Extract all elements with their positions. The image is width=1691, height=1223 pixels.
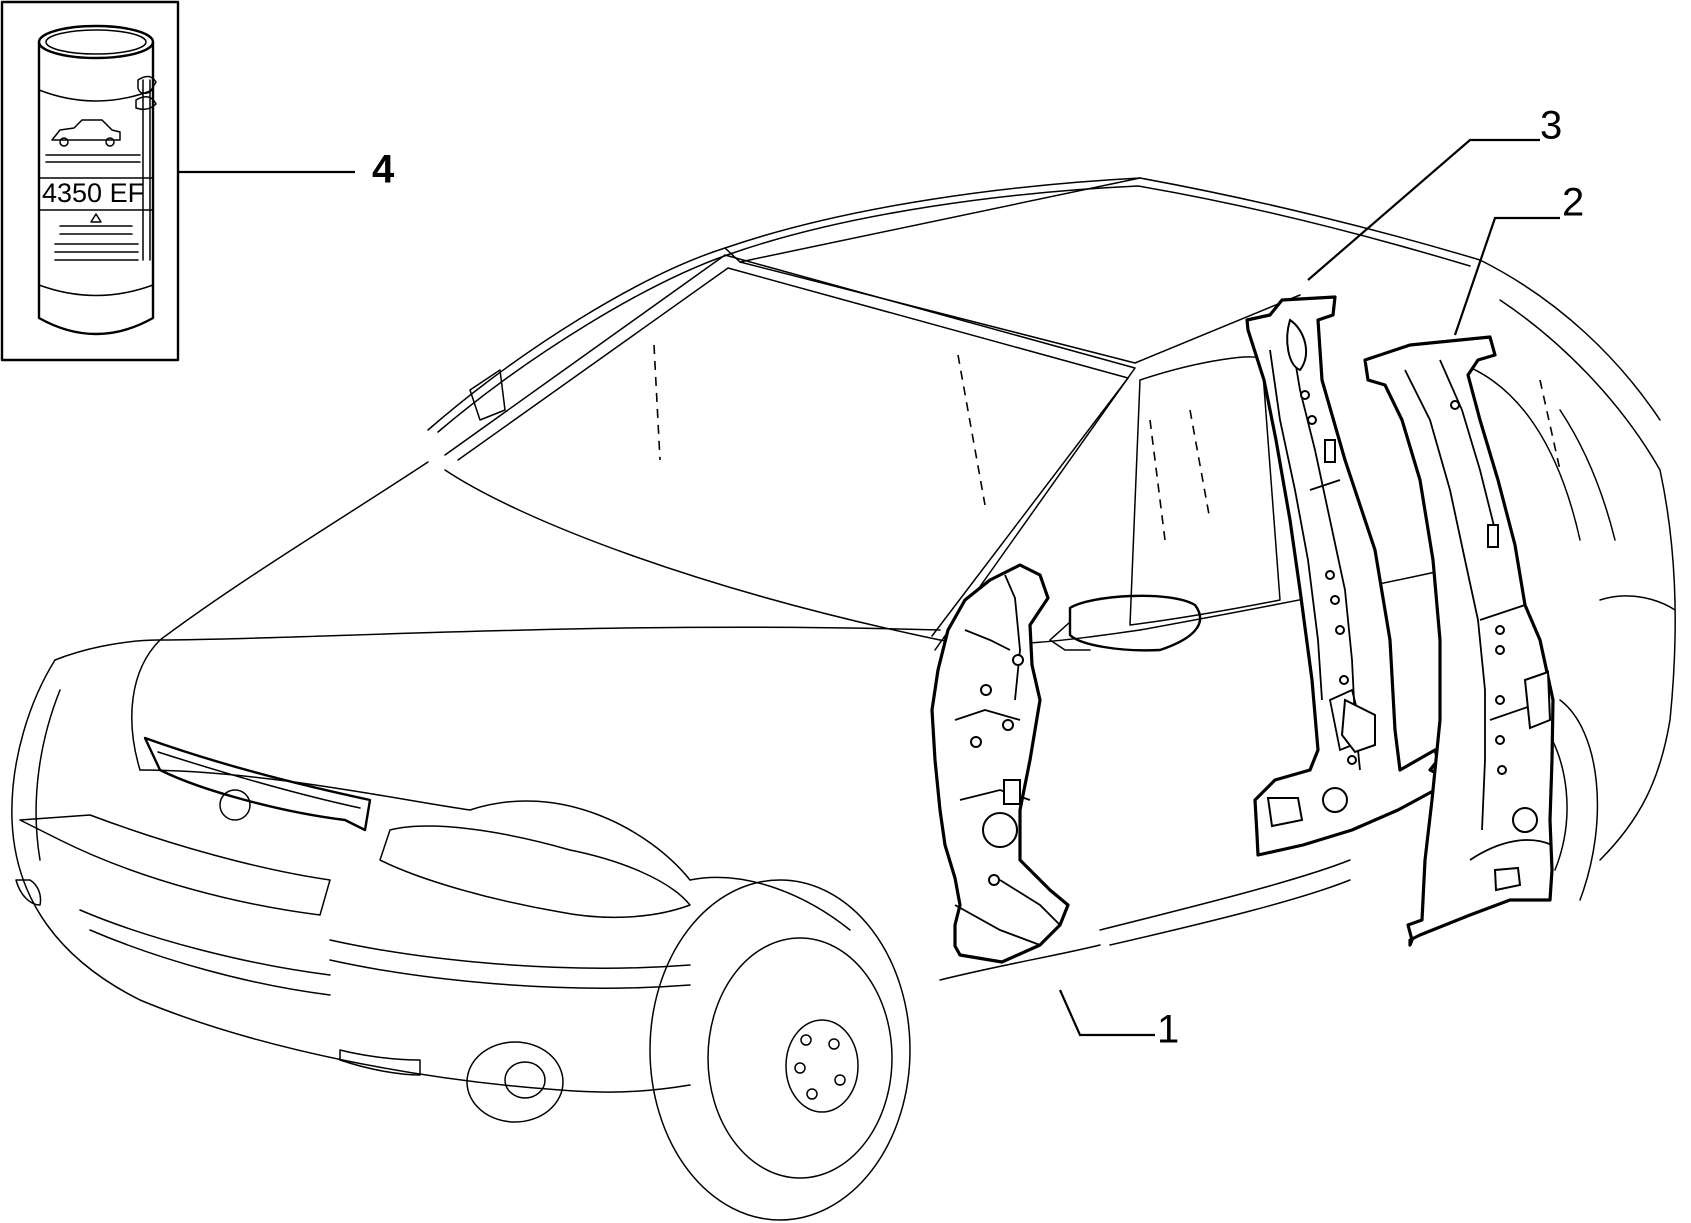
part-3-b-pillar — [1245, 295, 1442, 857]
part-1-a-pillar — [930, 563, 1070, 964]
sealant-can-icon — [37, 24, 157, 336]
leader-1 — [1058, 989, 1155, 1037]
front-wheel — [649, 876, 911, 1221]
callout-4: 4 — [372, 148, 395, 192]
callout-1: 1 — [1157, 1008, 1179, 1052]
can-label: 4350 EF — [42, 178, 144, 208]
callout-3: 3 — [1540, 104, 1562, 148]
part-2-c-pillar — [1363, 335, 1555, 947]
leader-2 — [1453, 216, 1560, 336]
callout-2: 2 — [1562, 181, 1584, 225]
inset-frame — [0, 0, 180, 362]
leader-3 — [1307, 138, 1540, 281]
inset-sealant-can: 4350 EF — [0, 0, 180, 362]
car-outline — [11, 177, 1676, 1221]
